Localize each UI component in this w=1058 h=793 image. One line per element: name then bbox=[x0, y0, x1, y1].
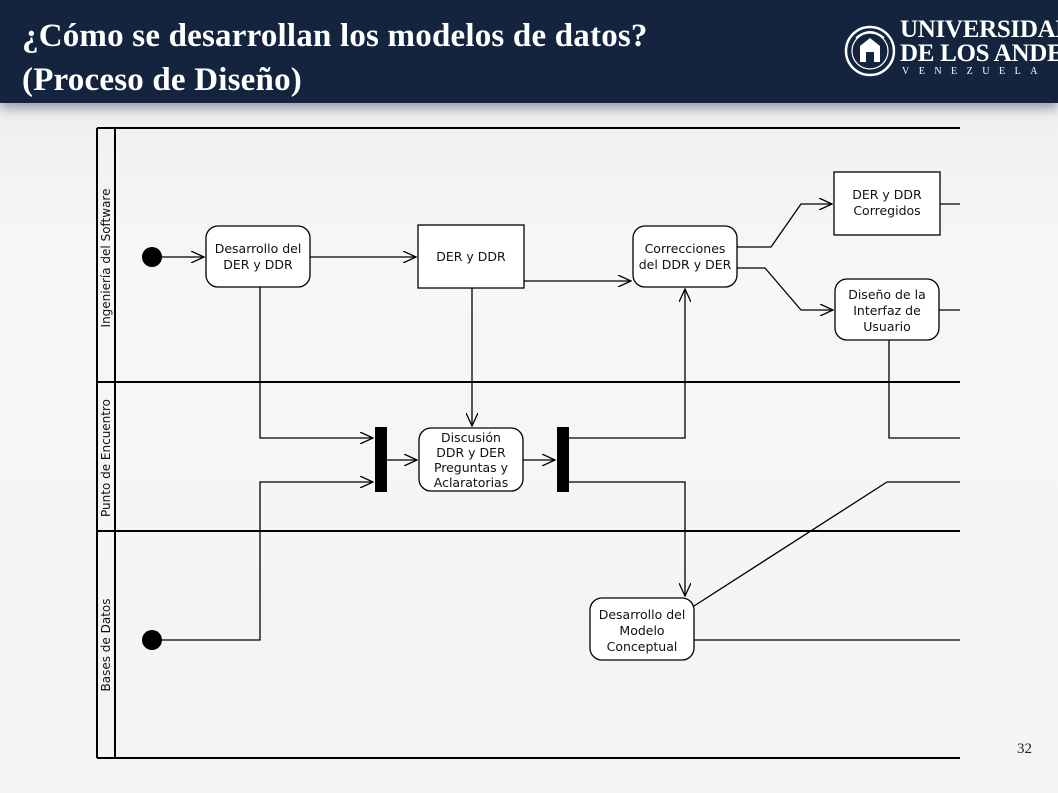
object-der-ddr-corregidos: DER y DDR Corregidos bbox=[833, 171, 941, 236]
edges bbox=[162, 204, 960, 641]
svg-text:Modelo: Modelo bbox=[619, 623, 664, 638]
activity-diseno-interfaz: Diseño de la Interfaz de Usuario bbox=[834, 278, 940, 341]
edge-initial2-to-join bbox=[162, 482, 373, 641]
svg-text:Usuario: Usuario bbox=[863, 319, 911, 334]
node-label-line: DER y DDR bbox=[223, 257, 293, 272]
node-label-line: Usuario bbox=[863, 319, 911, 334]
fork-bar bbox=[557, 427, 569, 492]
slide-header: ¿Cómo se desarrollan los modelos de dato… bbox=[0, 0, 1058, 103]
edge-correcciones-to-diseno bbox=[737, 267, 833, 310]
logo-line1: UNIVERSIDAD bbox=[900, 16, 1058, 43]
slide-title-line1: ¿Cómo se desarrollan los modelos de dato… bbox=[22, 18, 648, 54]
edge-correcciones-to-corregidos bbox=[737, 204, 832, 248]
university-logo: UNIVERSIDAD DE LOS ANDES VENEZUELA bbox=[842, 16, 1058, 86]
node-label-line: DER y DDR bbox=[852, 187, 922, 202]
logo-line2: DE LOS ANDES bbox=[900, 40, 1058, 67]
node-label-line: DER y DDR bbox=[436, 249, 506, 264]
activity-desarrollo-modelo: Desarrollo del Modelo Conceptual bbox=[589, 597, 695, 661]
svg-text:DER y DDR: DER y DDR bbox=[852, 187, 922, 202]
swimlane-frame bbox=[96, 127, 960, 759]
node-label-line: DDR y DER bbox=[436, 445, 506, 460]
page-number: 32 bbox=[1017, 741, 1032, 757]
svg-text:Preguntas y: Preguntas y bbox=[434, 460, 509, 475]
initial-node-databases bbox=[142, 630, 162, 650]
edge-incoming-to-modelo bbox=[693, 481, 960, 607]
svg-text:del DDR y DER: del DDR y DER bbox=[639, 257, 732, 272]
node-label-line: Desarrollo del bbox=[599, 607, 686, 622]
svg-text:Diseño de la: Diseño de la bbox=[848, 287, 926, 302]
node-label-line: Modelo bbox=[619, 623, 664, 638]
node-label-line: Aclaratorias bbox=[434, 475, 508, 490]
logo-line3: VENEZUELA bbox=[902, 66, 1047, 77]
lane-label-databases: Bases de Datos bbox=[99, 599, 113, 692]
activity-discusion: Discusión DDR y DER Preguntas y Aclarato… bbox=[418, 427, 524, 492]
lane-label-software: Ingeniería del Software bbox=[99, 189, 113, 328]
node-label-line: Correcciones bbox=[645, 241, 726, 256]
node-label-line: Desarrollo del bbox=[215, 241, 302, 256]
edge-desarrollo-to-join bbox=[259, 287, 373, 438]
svg-text:Conceptual: Conceptual bbox=[607, 639, 678, 654]
node-label-line: del DDR y DER bbox=[639, 257, 732, 272]
svg-text:DER y DDR: DER y DDR bbox=[436, 249, 506, 264]
node-label-line: Diseño de la bbox=[848, 287, 926, 302]
svg-text:Interfaz de: Interfaz de bbox=[853, 303, 921, 318]
edge-diseno-down bbox=[888, 340, 960, 439]
activity-desarrollo-der-ddr: Desarrollo del DER y DDR bbox=[205, 225, 311, 288]
activity-correcciones: Correcciones del DDR y DER bbox=[632, 225, 738, 288]
node-label-line: Preguntas y bbox=[434, 460, 509, 475]
svg-text:DER y DDR: DER y DDR bbox=[223, 257, 293, 272]
svg-text:Aclaratorias: Aclaratorias bbox=[434, 475, 508, 490]
node-label-line: Interfaz de bbox=[853, 303, 921, 318]
svg-text:DDR y DER: DDR y DER bbox=[436, 445, 506, 460]
svg-text:Correcciones: Correcciones bbox=[645, 241, 726, 256]
svg-text:Discusión: Discusión bbox=[441, 430, 501, 445]
node-label-line: Corregidos bbox=[853, 203, 920, 218]
svg-text:Corregidos: Corregidos bbox=[853, 203, 920, 218]
node-label-line: Discusión bbox=[441, 430, 501, 445]
join-bar bbox=[375, 427, 387, 492]
svg-text:Desarrollo del: Desarrollo del bbox=[215, 241, 302, 256]
node-label-line: Conceptual bbox=[607, 639, 678, 654]
lane-label-meeting: Punto de Encuentro bbox=[99, 399, 113, 517]
edge-fork-to-modelo bbox=[569, 481, 685, 596]
svg-text:Desarrollo del: Desarrollo del bbox=[599, 607, 686, 622]
edge-fork-to-correcciones bbox=[569, 289, 685, 439]
object-der-ddr: DER y DDR bbox=[417, 224, 525, 289]
slide-title-line2: (Proceso de Diseño) bbox=[22, 62, 302, 98]
university-seal-icon bbox=[844, 25, 896, 77]
initial-node-software bbox=[142, 247, 162, 267]
